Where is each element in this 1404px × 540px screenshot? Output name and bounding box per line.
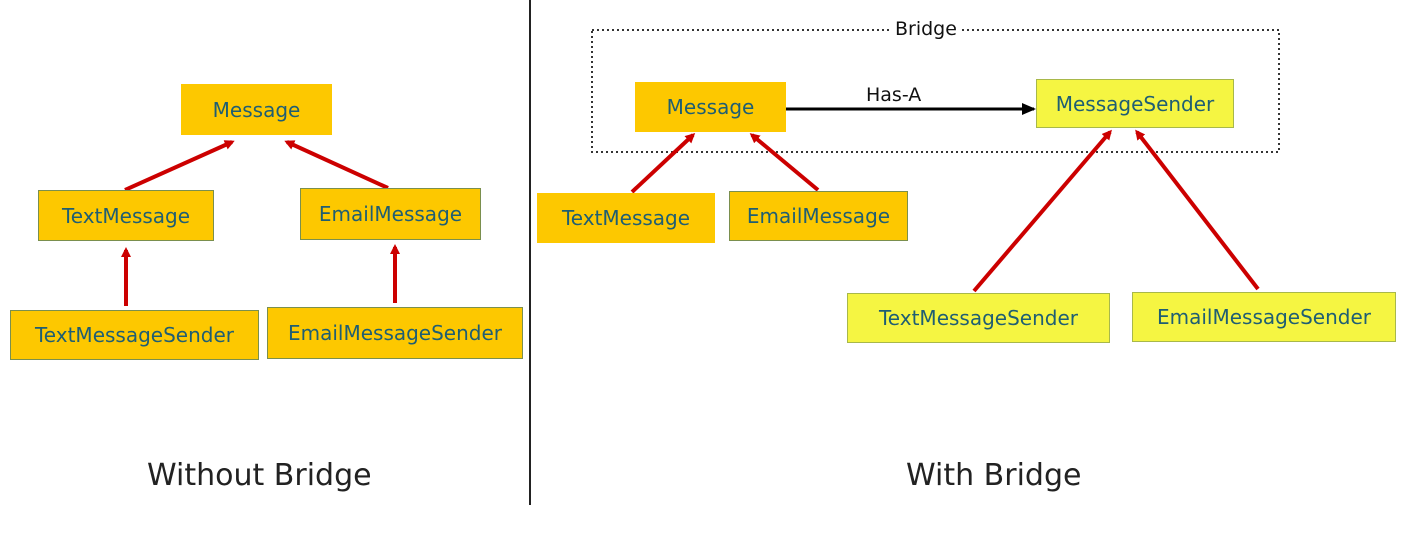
node-wb-text-message-sender: TextMessageSender — [847, 293, 1110, 343]
caption-without-bridge: Without Bridge — [147, 458, 372, 493]
node-wb-email-message: EmailMessage — [729, 191, 908, 241]
arrow-wb-emailmessage-to-message — [749, 133, 820, 192]
bridge-label: Bridge — [892, 18, 960, 40]
bridge-frame — [591, 29, 1280, 153]
node-text-message: TextMessage — [38, 190, 214, 241]
arrow-emailmessagesender-to-messagesender — [1135, 129, 1260, 291]
node-message: Message — [181, 84, 332, 135]
node-message-sender: MessageSender — [1036, 79, 1234, 128]
arrow-wb-textmessage-to-message — [630, 132, 696, 194]
node-email-message: EmailMessage — [300, 188, 481, 240]
has-a-label: Has-A — [866, 84, 922, 106]
caption-with-bridge: With Bridge — [906, 458, 1082, 493]
node-email-message-sender: EmailMessageSender — [267, 307, 523, 359]
node-wb-message: Message — [635, 82, 786, 132]
arrow-textmessage-to-message — [124, 140, 235, 192]
node-text-message-sender: TextMessageSender — [10, 310, 259, 360]
node-wb-text-message: TextMessage — [537, 193, 715, 243]
arrow-emailmessage-to-message — [284, 140, 389, 190]
node-wb-email-message-sender: EmailMessageSender — [1132, 292, 1396, 342]
arrow-textmessagesender-to-messagesender — [972, 129, 1112, 293]
